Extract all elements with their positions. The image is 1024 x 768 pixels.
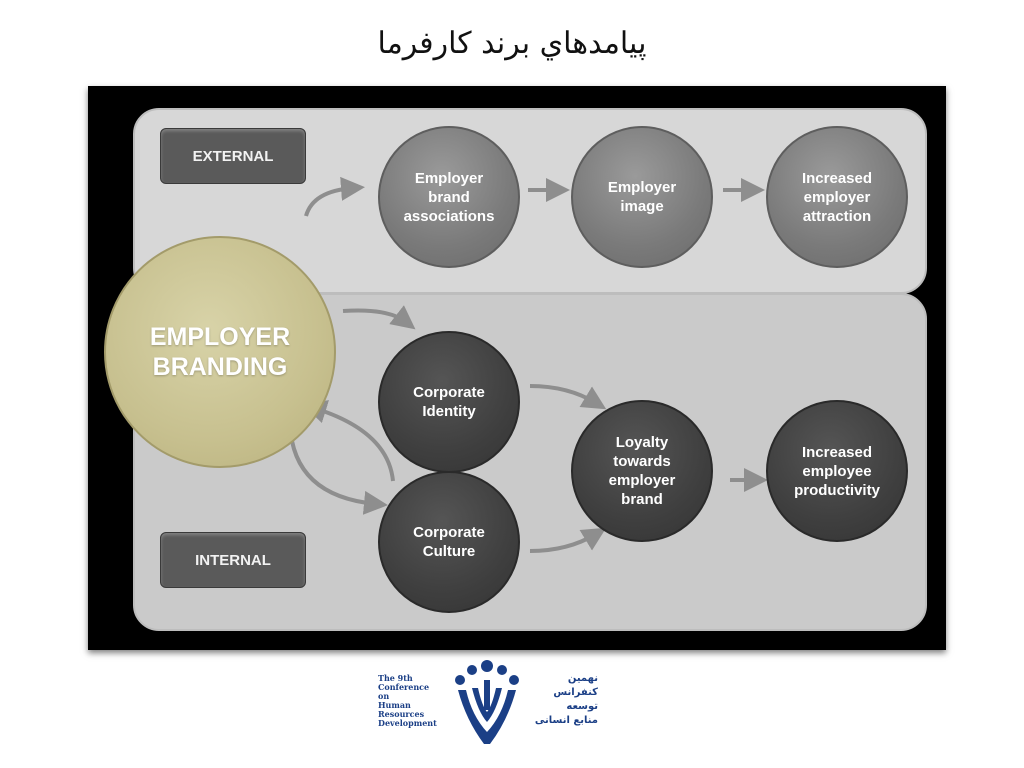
node-label: Employer image: [607, 179, 677, 215]
arrow-main-to-culture: [288, 423, 388, 515]
main-label: EMPLOYER BRANDING: [149, 323, 291, 381]
corporate-culture-node: Corporate Culture: [378, 471, 520, 613]
conference-logo: The 9th Conference on Human Resources De…: [378, 658, 598, 758]
diagram-frame: EXTERNAL INTERNAL Employer brand associa…: [88, 86, 946, 650]
node-label: Loyalty towards employer brand: [608, 434, 676, 508]
employer-brand-associations-node: Employer brand associations: [378, 126, 520, 268]
node-label: Employer brand associations: [403, 169, 495, 225]
page-title: پیامدهاي برند کارفرما: [377, 26, 647, 61]
node-label: Corporate Culture: [413, 524, 485, 560]
internal-tag: INTERNAL: [160, 532, 306, 588]
node-label: Increased employee productivity: [794, 443, 880, 499]
corporate-identity-node: Corporate Identity: [378, 331, 520, 473]
loyalty-node: Loyalty towards employer brand: [571, 400, 713, 542]
employer-branding-node: EMPLOYER BRANDING: [104, 236, 336, 468]
increased-employer-attraction-node: Increased employer attraction: [766, 126, 908, 268]
diagram-arrows: [288, 176, 768, 553]
external-tag: EXTERNAL: [160, 128, 306, 184]
logo-persian-text: نهمین کنفرانس توسعه منابع انسانی: [534, 673, 598, 726]
arrow-culture-to-main: [302, 400, 395, 482]
logo-emblem-icon: [455, 660, 519, 744]
arrow-identity-to-loyalty: [529, 384, 607, 410]
arrow-culture-to-loyalty: [529, 527, 607, 553]
logo-english-text: The 9th Conference on Human Resources De…: [378, 673, 437, 728]
node-label: Corporate Identity: [413, 384, 485, 420]
arrow-main-to-identity: [342, 305, 416, 330]
arrow-main-to-associations: [304, 176, 365, 217]
increased-employee-productivity-node: Increased employee productivity: [766, 400, 908, 542]
node-label: Increased employer attraction: [801, 169, 873, 225]
employer-image-node: Employer image: [571, 126, 713, 268]
